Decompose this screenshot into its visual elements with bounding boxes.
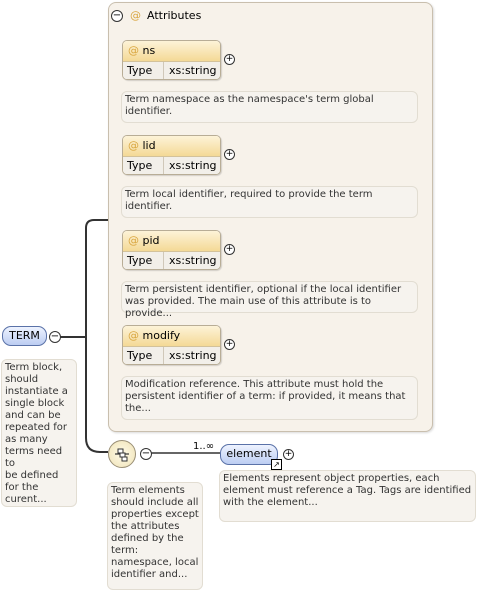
attribute-lid-description: Term local identifier, required to provi… (121, 186, 418, 218)
attribute-at-icon: @ (128, 139, 139, 152)
term-collapse-button[interactable]: − (49, 331, 61, 343)
attribute-at-icon: @ (130, 9, 141, 22)
type-key: Type (123, 157, 164, 174)
attribute-name: modify (142, 329, 181, 342)
attribute-name: ns (142, 44, 156, 57)
attribute-ns[interactable]: @ ns Type xs:string (122, 40, 221, 80)
attribute-name: pid (142, 234, 160, 247)
type-key: Type (123, 347, 164, 364)
sequence-icon (115, 448, 129, 462)
type-key: Type (123, 252, 164, 269)
attribute-at-icon: @ (128, 44, 139, 57)
attribute-pid-description: Term persistent identifier, optional if … (121, 281, 418, 319)
element-node[interactable]: element (220, 444, 278, 465)
type-key: Type (123, 62, 164, 79)
attribute-at-icon: @ (128, 329, 139, 342)
attribute-modify[interactable]: @ modify Type xs:string (122, 325, 221, 365)
element-cardinality: 1..∞ (193, 441, 215, 452)
term-element[interactable]: TERM (2, 326, 47, 346)
expand-element-button[interactable]: + (283, 449, 294, 460)
attribute-at-icon: @ (128, 234, 139, 247)
attributes-collapse-button[interactable]: − (111, 10, 123, 22)
element-description: Elements represent object properties, ea… (219, 470, 476, 522)
sequence-collapse-button[interactable]: − (140, 448, 152, 460)
type-value: xs:string (169, 64, 217, 77)
type-value: xs:string (169, 159, 217, 172)
attribute-pid[interactable]: @ pid Type xs:string (122, 230, 221, 270)
expand-modify-button[interactable]: + (224, 339, 235, 350)
sequence-compositor[interactable] (108, 440, 136, 468)
attribute-lid[interactable]: @ lid Type xs:string (122, 135, 221, 175)
reference-arrow-icon: ↗ (271, 459, 282, 470)
attributes-title: Attributes (147, 9, 202, 22)
attribute-ns-description: Term namespace as the namespace's term g… (121, 91, 418, 123)
type-value: xs:string (169, 349, 217, 362)
expand-ns-button[interactable]: + (224, 54, 235, 65)
type-value: xs:string (169, 254, 217, 267)
attribute-name: lid (142, 139, 156, 152)
expand-pid-button[interactable]: + (224, 244, 235, 255)
attribute-modify-description: Modification reference. This attribute m… (121, 376, 418, 420)
expand-lid-button[interactable]: + (224, 149, 235, 160)
